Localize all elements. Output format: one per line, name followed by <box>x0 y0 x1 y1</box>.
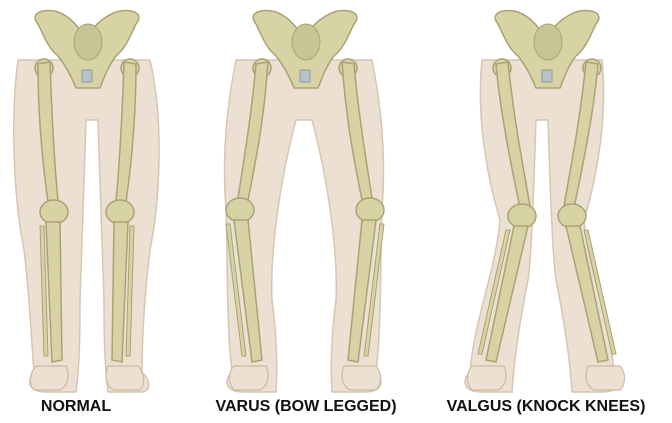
caption-normal: NORMAL <box>41 398 111 416</box>
figure-varus <box>224 11 384 393</box>
valgus-left-foot <box>468 366 507 390</box>
valgus-right-foot <box>586 366 625 390</box>
normal-left-foot <box>30 366 68 390</box>
varus-left-foot <box>230 366 269 390</box>
normal-leg-silhouette <box>14 60 159 392</box>
figure-valgus <box>465 11 624 393</box>
figure-normal <box>14 11 159 393</box>
valgus-pubic-symphysis <box>542 70 552 82</box>
varus-left-knee <box>226 198 254 222</box>
varus-sacrum <box>292 24 320 60</box>
varus-right-foot <box>342 366 381 390</box>
valgus-sacrum <box>534 24 562 60</box>
normal-sacrum <box>74 24 102 60</box>
normal-right-knee <box>106 200 134 224</box>
caption-valgus: VALGUS (KNOCK KNEES) <box>447 398 646 416</box>
valgus-left-knee <box>508 204 536 228</box>
valgus-right-knee <box>558 204 586 228</box>
caption-varus: VARUS (BOW LEGGED) <box>215 398 396 416</box>
normal-right-foot <box>106 366 144 390</box>
normal-left-knee <box>40 200 68 224</box>
normal-pubic-symphysis <box>82 70 92 82</box>
varus-pubic-symphysis <box>300 70 310 82</box>
varus-right-knee <box>356 198 384 222</box>
